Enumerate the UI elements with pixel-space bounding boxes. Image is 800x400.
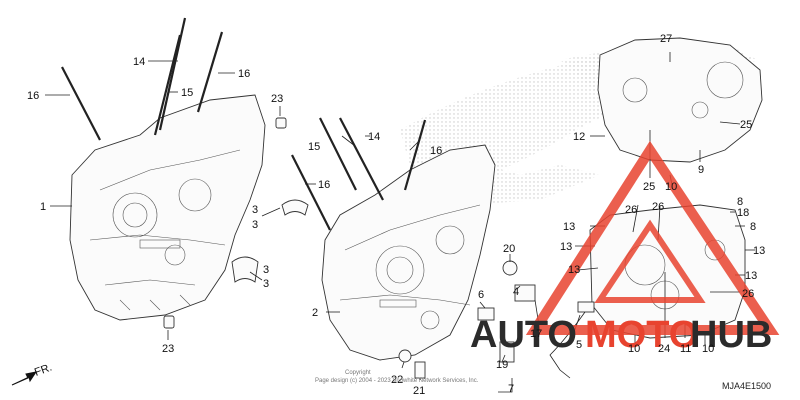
callout-10: 10 [628,343,640,355]
callout-13: 13 [568,264,580,276]
watermark-text-left: AUTO [470,314,577,356]
callout-20: 20 [503,243,515,255]
bearing-inserts[interactable] [231,199,309,283]
copyright-line-1: Copyright [345,370,371,376]
callout-26: 26 [652,201,664,213]
callout-labels: 1 2 3 3 3 3 4 5 6 7 8 8 9 10 10 10 11 12… [27,33,765,397]
callout-26: 26 [742,288,754,300]
callout-13: 13 [560,241,572,253]
callout-15: 15 [181,87,193,99]
arrow-icon [11,371,38,386]
callout-13: 13 [753,245,765,257]
callout-1: 1 [40,201,46,213]
watermark-text-mid: MOTO [585,314,698,356]
callout-8: 8 [737,196,743,208]
callout-24: 24 [658,343,670,355]
callout-22: 22 [391,374,403,386]
callout-12: 12 [573,131,585,143]
callout-23: 23 [271,93,283,105]
callout-25: 25 [643,181,655,193]
callout-3: 3 [252,204,258,216]
watermark-text-right: HUB [690,314,772,356]
callout-2: 2 [312,307,318,319]
left-crankcase[interactable] [69,94,266,321]
watermark-triangle-inner [594,219,706,303]
upper-cover-gasket[interactable] [597,37,763,163]
callout-4: 4 [513,286,519,298]
callout-23: 23 [162,343,174,355]
stud-bolts[interactable] [61,17,427,231]
direction-label: FR. [33,361,54,378]
sensor-and-harness[interactable] [398,260,595,379]
callout-26: 26 [625,204,637,216]
watermark-triangle [525,140,780,335]
callout-16: 16 [430,145,442,157]
callout-6: 6 [478,289,484,301]
right-crankcase[interactable] [321,144,496,361]
leader-lines [45,52,755,393]
callout-14: 14 [133,56,145,68]
callout-19: 19 [496,359,508,371]
callout-3: 3 [252,219,258,231]
callout-21: 21 [413,385,425,397]
callout-3: 3 [263,264,269,276]
callout-15: 15 [308,141,320,153]
callout-13: 13 [563,221,575,233]
diagram-code: MJA4E1500 [722,381,771,391]
callout-14: 14 [368,131,380,143]
callout-27: 27 [660,33,672,45]
callout-3: 3 [263,278,269,290]
callout-11: 11 [680,343,691,355]
callout-18: 18 [737,207,749,219]
callout-16: 16 [238,68,250,80]
copyright-line-2: Page design (c) 2004 - 2023 Snowhite Net… [315,378,479,384]
callout-9: 9 [698,164,704,176]
callout-7: 7 [508,383,514,395]
callout-5: 5 [576,339,582,351]
callout-10: 10 [702,343,714,355]
callout-16: 16 [27,90,39,102]
callout-10: 10 [665,181,677,193]
front-direction-indicator: FR. [11,361,54,386]
callout-16: 16 [318,179,330,191]
callout-13: 13 [745,270,757,282]
callout-25: 25 [740,119,752,131]
callout-17: 17 [530,328,542,340]
watermark: AUTO MOTO HUB [470,140,780,356]
dowel-pins[interactable] [163,117,287,329]
callout-8: 8 [750,221,756,233]
